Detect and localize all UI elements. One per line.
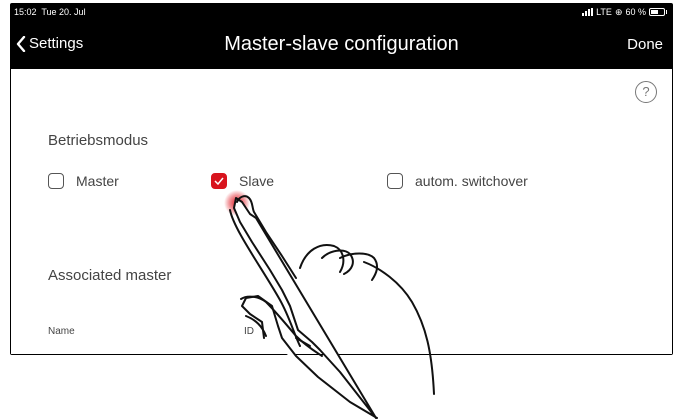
status-time-date: 15:02 Tue 20. Jul — [14, 3, 86, 21]
signal-icon — [582, 8, 594, 16]
status-bar: 15:02 Tue 20. Jul LTE ⊕ 60 % — [10, 3, 673, 21]
status-indicators: LTE ⊕ 60 % — [582, 3, 667, 21]
column-header-id: ID — [244, 326, 254, 337]
operating-mode-label: Betriebsmodus — [48, 132, 149, 149]
slave-option-label: Slave — [239, 173, 275, 189]
chevron-left-icon — [16, 35, 26, 52]
page-title: Master-slave configuration — [224, 33, 459, 55]
settings-content: ? Betriebsmodus Master Slave autom. swit… — [11, 69, 672, 354]
master-checkbox[interactable] — [48, 173, 64, 189]
back-button[interactable]: Settings — [16, 35, 83, 52]
mode-option-master[interactable]: Master — [48, 173, 119, 189]
mode-option-slave[interactable]: Slave — [211, 173, 274, 189]
master-option-label: Master — [76, 173, 119, 189]
navigation-bar: Settings Master-slave configuration Done — [10, 21, 673, 69]
help-icon[interactable]: ? — [635, 81, 657, 103]
device-screen: 15:02 Tue 20. Jul LTE ⊕ 60 % Settings Ma… — [10, 3, 673, 355]
status-date: Tue 20. Jul — [41, 7, 86, 17]
auto-switchover-checkbox[interactable] — [387, 173, 403, 189]
status-time: 15:02 — [14, 7, 37, 17]
battery-percent: 60 % — [625, 7, 646, 17]
auto-switchover-option-label: autom. switchover — [415, 173, 528, 189]
battery-icon — [649, 8, 667, 16]
network-label: LTE — [596, 7, 612, 17]
location-icon: ⊕ — [614, 7, 623, 17]
checkmark-icon — [214, 177, 224, 185]
back-button-label: Settings — [29, 35, 84, 52]
slave-checkbox[interactable] — [211, 173, 227, 189]
mode-option-auto-switchover[interactable]: autom. switchover — [387, 173, 528, 189]
associated-master-label: Associated master — [48, 267, 172, 284]
column-header-name: Name — [48, 326, 75, 337]
done-button[interactable]: Done — [627, 36, 663, 53]
